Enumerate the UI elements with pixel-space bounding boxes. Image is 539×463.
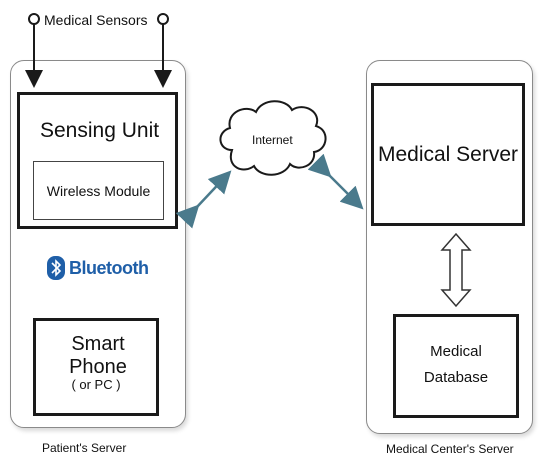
arrow-internet-server — [307, 153, 364, 210]
sensing-unit-box: Sensing Unit Wireless Module — [17, 92, 178, 229]
server-database-double-arrow — [440, 232, 472, 308]
database-line2: Database — [423, 369, 489, 386]
medical-server-box: Medical Server — [371, 83, 525, 226]
medical-center-caption: Medical Center's Server — [386, 442, 514, 456]
sensor-right-icon — [154, 13, 172, 88]
internet-label: Internet — [252, 133, 293, 147]
sensing-unit-label: Sensing Unit — [40, 119, 160, 142]
sensor-left-icon — [25, 13, 43, 88]
smart-phone-box: Smart Phone ( or PC ) — [33, 318, 159, 416]
bluetooth-label: Bluetooth — [69, 257, 149, 278]
wireless-module-label: Wireless Module — [46, 182, 151, 199]
bluetooth-logo: Bluetooth — [47, 256, 149, 280]
medical-sensors-label: Medical Sensors — [44, 12, 148, 28]
database-line1: Medical — [430, 343, 482, 360]
medical-database-box: Medical Database — [393, 314, 519, 418]
arrow-patient-internet — [175, 170, 232, 229]
internet-cloud — [219, 100, 327, 176]
smart-phone-label: Smart Phone — [69, 333, 127, 378]
smart-phone-note: ( or PC ) — [71, 377, 121, 392]
medical-server-label: Medical Server — [377, 142, 519, 166]
wireless-module-box: Wireless Module — [33, 161, 164, 220]
patient-server-caption: Patient's Server — [42, 441, 127, 455]
bluetooth-icon — [47, 256, 65, 280]
